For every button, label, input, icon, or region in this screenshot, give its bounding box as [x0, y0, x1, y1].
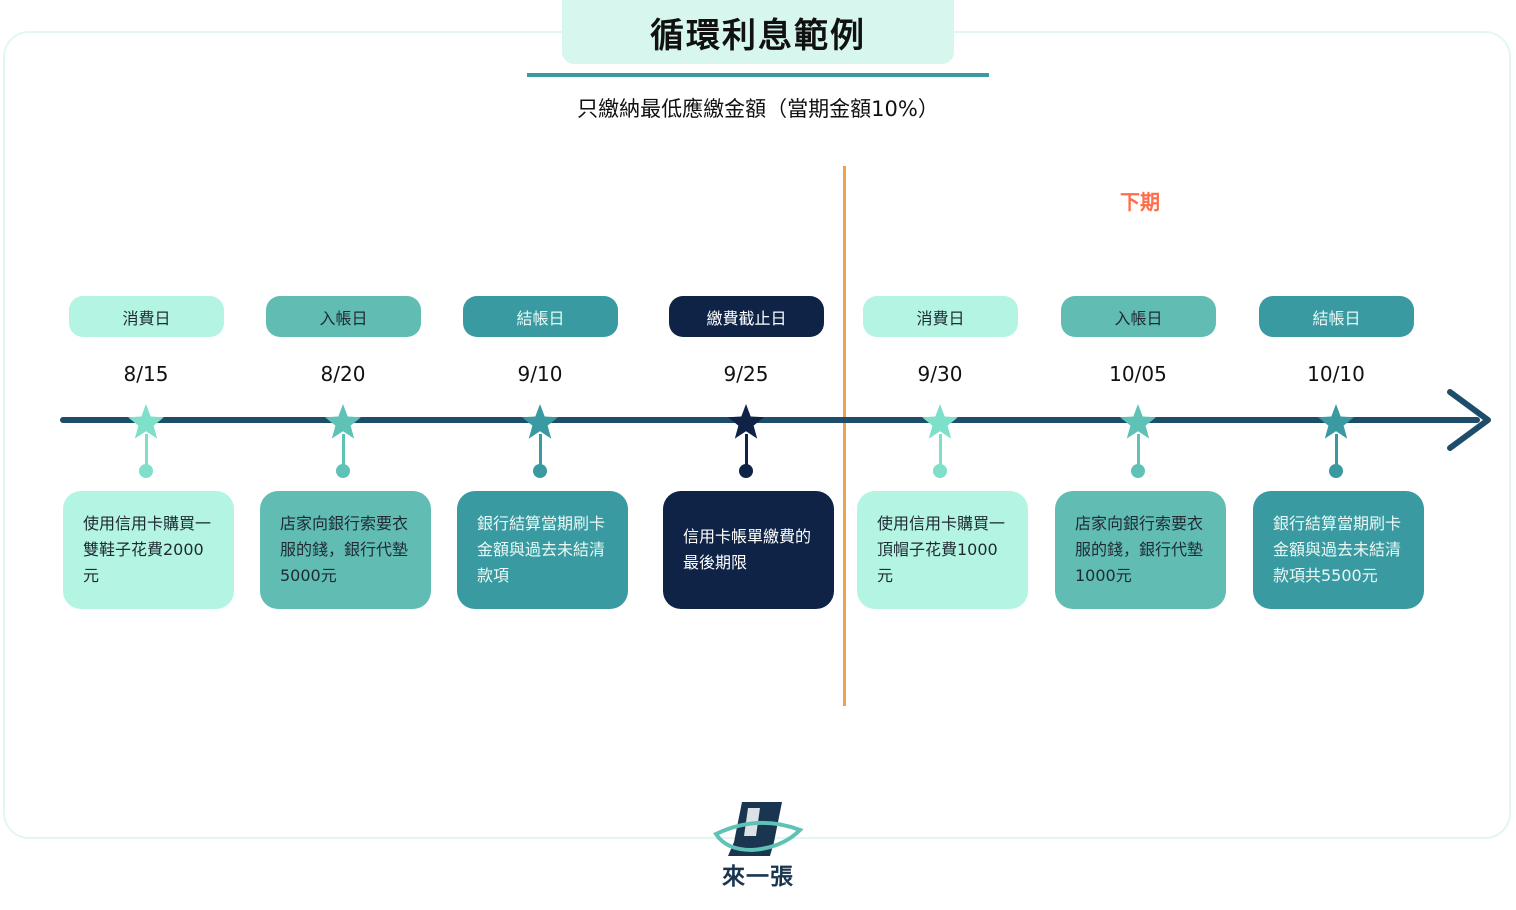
event-label-pill: 消費日: [69, 296, 224, 337]
title-box: 循環利息範例: [562, 0, 954, 64]
event-date: 8/15: [123, 362, 169, 386]
event-date: 8/20: [320, 362, 366, 386]
event-label-pill: 繳費截止日: [669, 296, 824, 337]
event-label-pill: 結帳日: [1259, 296, 1414, 337]
event-description: 使用信用卡購買一雙鞋子花費2000元: [83, 514, 212, 585]
timeline-axis: [60, 417, 1480, 423]
event-description: 店家向銀行索要衣服的錢，銀行代墊1000元: [1075, 514, 1204, 585]
event-description-card: 店家向銀行索要衣服的錢，銀行代墊1000元: [1055, 491, 1226, 609]
subtitle: 只繳納最低應繳金額（當期金額10%）: [577, 97, 939, 121]
event-connector: [1137, 434, 1140, 470]
star-icon: [522, 404, 558, 439]
event-label-pill: 入帳日: [1061, 296, 1216, 337]
brand-logo-icon: [713, 802, 804, 856]
star-icon: [1120, 404, 1156, 439]
event-date: 10/10: [1307, 362, 1365, 386]
event-label-pill: 入帳日: [266, 296, 421, 337]
event-connector: [145, 434, 148, 470]
event-description-card: 使用信用卡購買一雙鞋子花費2000元: [63, 491, 234, 609]
star-icon: [922, 404, 958, 439]
event-description-card: 銀行結算當期刷卡金額與過去未結清款項: [457, 491, 628, 609]
event-connector: [539, 434, 542, 470]
event-date: 9/10: [517, 362, 563, 386]
event-dot: [739, 464, 753, 478]
event-dot: [139, 464, 153, 478]
event-dot: [533, 464, 547, 478]
event-label-pill: 結帳日: [463, 296, 618, 337]
star-icon: [325, 404, 361, 439]
event-connector: [745, 434, 748, 470]
event-description-card: 店家向銀行索要衣服的錢，銀行代墊5000元: [260, 491, 431, 609]
event-connector: [939, 434, 942, 470]
event-label-pill: 消費日: [863, 296, 1018, 337]
event-dot: [1131, 464, 1145, 478]
event-dot: [1329, 464, 1343, 478]
brand-name: 來一張: [690, 857, 826, 891]
event-description-card: 銀行結算當期刷卡金額與過去未結清款項共5500元: [1253, 491, 1424, 609]
event-description: 使用信用卡購買一頂帽子花費1000元: [877, 514, 1006, 585]
event-connector: [1335, 434, 1338, 470]
page-title: 循環利息範例: [650, 15, 866, 56]
period-divider: [843, 166, 846, 706]
event-dot: [336, 464, 350, 478]
event-description: 銀行結算當期刷卡金額與過去未結清款項共5500元: [1273, 514, 1402, 585]
event-dot: [933, 464, 947, 478]
star-icon: [728, 404, 764, 439]
event-description: 銀行結算當期刷卡金額與過去未結清款項: [477, 514, 606, 585]
event-description-card: 使用信用卡購買一頂帽子花費1000元: [857, 491, 1028, 609]
event-date: 9/30: [917, 362, 963, 386]
star-icon: [128, 404, 164, 439]
event-connector: [342, 434, 345, 470]
event-description: 信用卡帳單繳費的最後期限: [683, 527, 812, 572]
event-date: 9/25: [723, 362, 769, 386]
next-period-label: 下期: [1120, 190, 1160, 214]
star-icon: [1318, 404, 1354, 439]
event-date: 10/05: [1109, 362, 1167, 386]
event-description: 店家向銀行索要衣服的錢，銀行代墊5000元: [280, 514, 409, 585]
event-description-card: 信用卡帳單繳費的最後期限: [663, 491, 834, 609]
arrow-head-icon: [1447, 389, 1491, 451]
title-underline: [527, 73, 989, 77]
